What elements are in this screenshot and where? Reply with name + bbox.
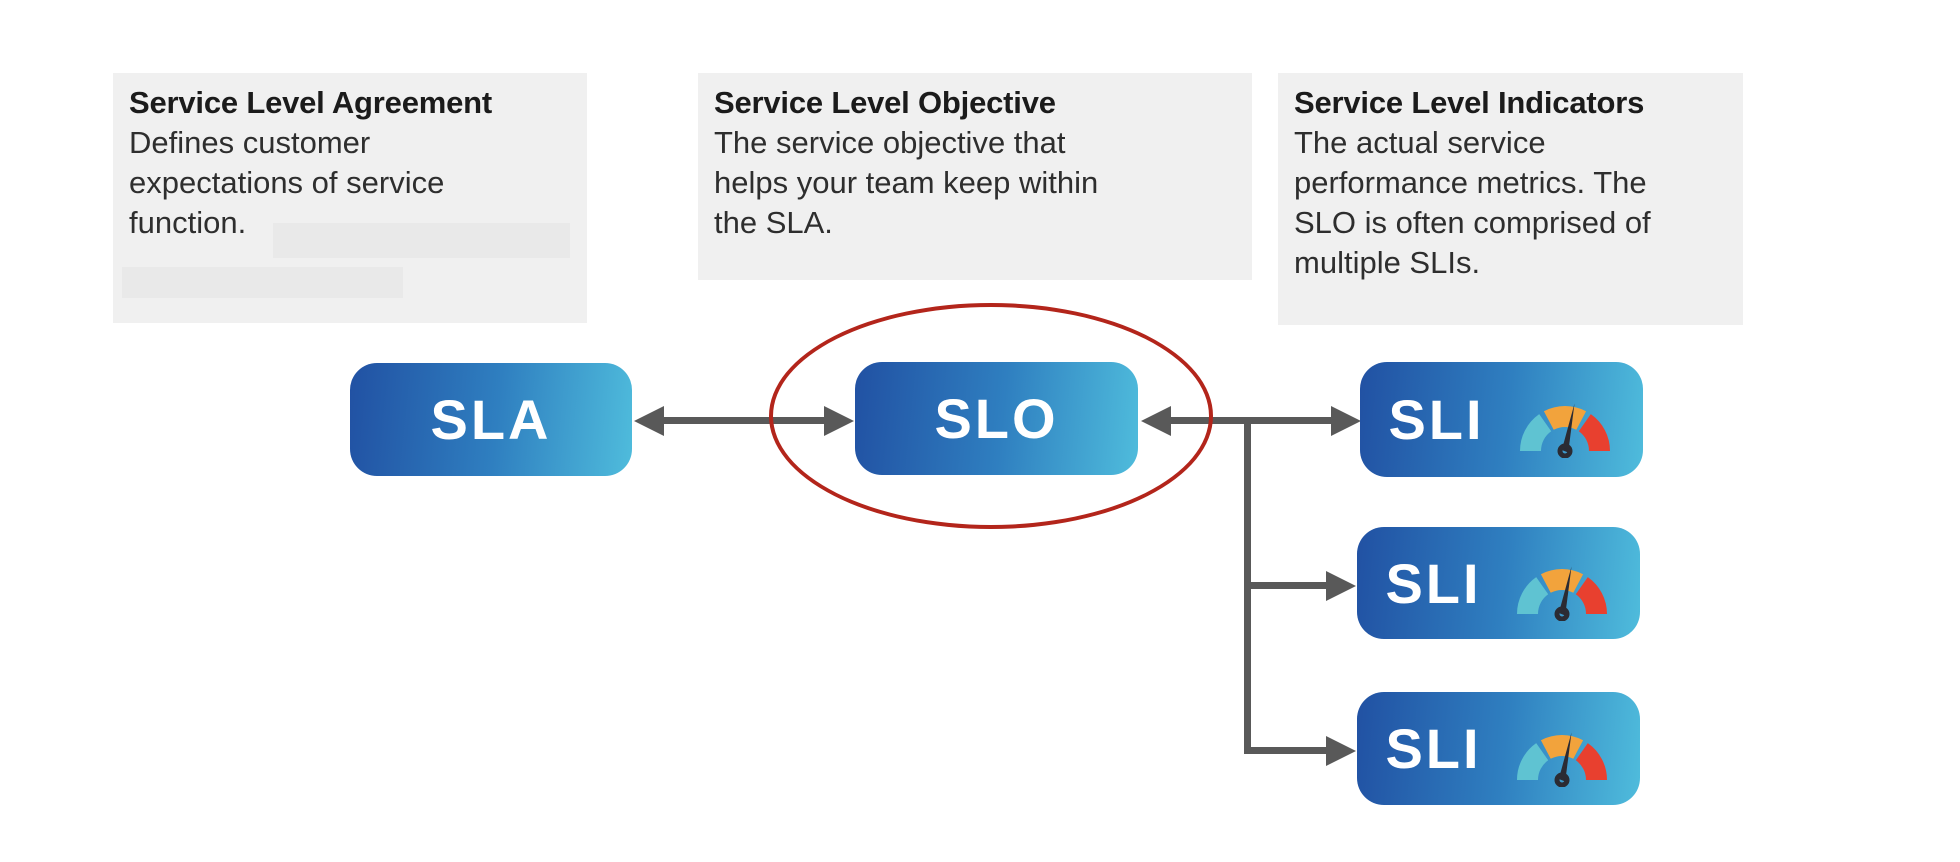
gauge-segment-high — [1575, 742, 1607, 780]
gauge-segment-low — [1519, 413, 1551, 451]
card-body-line: Defines customer — [129, 125, 371, 160]
card-title: Service Level Objective — [714, 85, 1056, 120]
card-body: The actual service performance metrics. … — [1294, 123, 1727, 283]
arrowhead-left-slo — [1141, 406, 1171, 436]
redacted-text-block — [122, 267, 403, 298]
card-body-line: function. — [129, 205, 247, 240]
gauge-segment-low — [1516, 577, 1548, 614]
card-service-level-agreement: Service Level Agreement Defines customer… — [113, 73, 587, 323]
node-label: SLA — [430, 388, 552, 451]
card-body-line: SLO is often comprised of — [1294, 205, 1651, 240]
gauge-needle — [1558, 566, 1572, 616]
node-label: SLI — [1385, 551, 1482, 615]
node-sla: SLA — [350, 363, 632, 476]
arrowhead-right-slo — [824, 406, 854, 436]
node-slo: SLO — [855, 362, 1138, 475]
node-label: SLO — [934, 387, 1059, 450]
gauge-segment-high — [1575, 577, 1607, 614]
node-sli-3: SLI — [1357, 692, 1640, 805]
gauge-needle — [1558, 732, 1572, 781]
gauge-segment-high — [1578, 413, 1610, 451]
node-label: SLI — [1385, 717, 1482, 780]
gauge-needle — [1561, 403, 1575, 452]
branch-line-sli2 — [1244, 582, 1330, 589]
node-sli-2: SLI — [1357, 527, 1640, 639]
arrowhead-left-sla — [634, 406, 664, 436]
gauge-segment-mid — [1543, 405, 1586, 430]
arrow-slo-sli — [1167, 417, 1335, 424]
arrow-sla-slo — [660, 417, 828, 424]
gauge-icon — [1516, 732, 1607, 787]
card-title: Service Level Indicators — [1294, 85, 1645, 120]
arrowhead-right-sli1 — [1331, 406, 1361, 436]
card-body-line: expectations of service — [129, 165, 445, 200]
gauge-segment-low — [1516, 742, 1548, 780]
card-body-line: helps your team keep within — [714, 165, 1099, 200]
card-title: Service Level Agreement — [129, 85, 492, 120]
arrowhead-right-sli2 — [1326, 571, 1356, 601]
card-body-line: The actual service — [1294, 125, 1546, 160]
gauge-hub — [1557, 443, 1573, 458]
card-body: The service objective that helps your te… — [714, 123, 1236, 243]
card-body-line: performance metrics. The — [1294, 165, 1647, 200]
gauge-hub — [1554, 772, 1570, 787]
arrowhead-right-sli3 — [1326, 736, 1356, 766]
gauge-icon — [1516, 566, 1607, 621]
card-body: Defines customer expectations of service… — [129, 123, 571, 243]
node-label: SLI — [1388, 388, 1485, 451]
node-sli-1: SLI — [1360, 362, 1643, 477]
gauge-segment-mid — [1540, 569, 1583, 593]
redacted-text-block — [273, 223, 570, 258]
card-service-level-indicators: Service Level Indicators The actual serv… — [1278, 73, 1743, 325]
gauge-segment-mid — [1540, 734, 1583, 759]
card-service-level-objective: Service Level Objective The service obje… — [698, 73, 1252, 280]
gauge-icon — [1519, 403, 1610, 458]
card-body-line: multiple SLIs. — [1294, 245, 1481, 280]
gauge-hub — [1554, 606, 1570, 621]
card-body-line: The service objective that — [714, 125, 1066, 160]
branch-line-sli3 — [1244, 747, 1330, 754]
card-body-line: the SLA. — [714, 205, 833, 240]
